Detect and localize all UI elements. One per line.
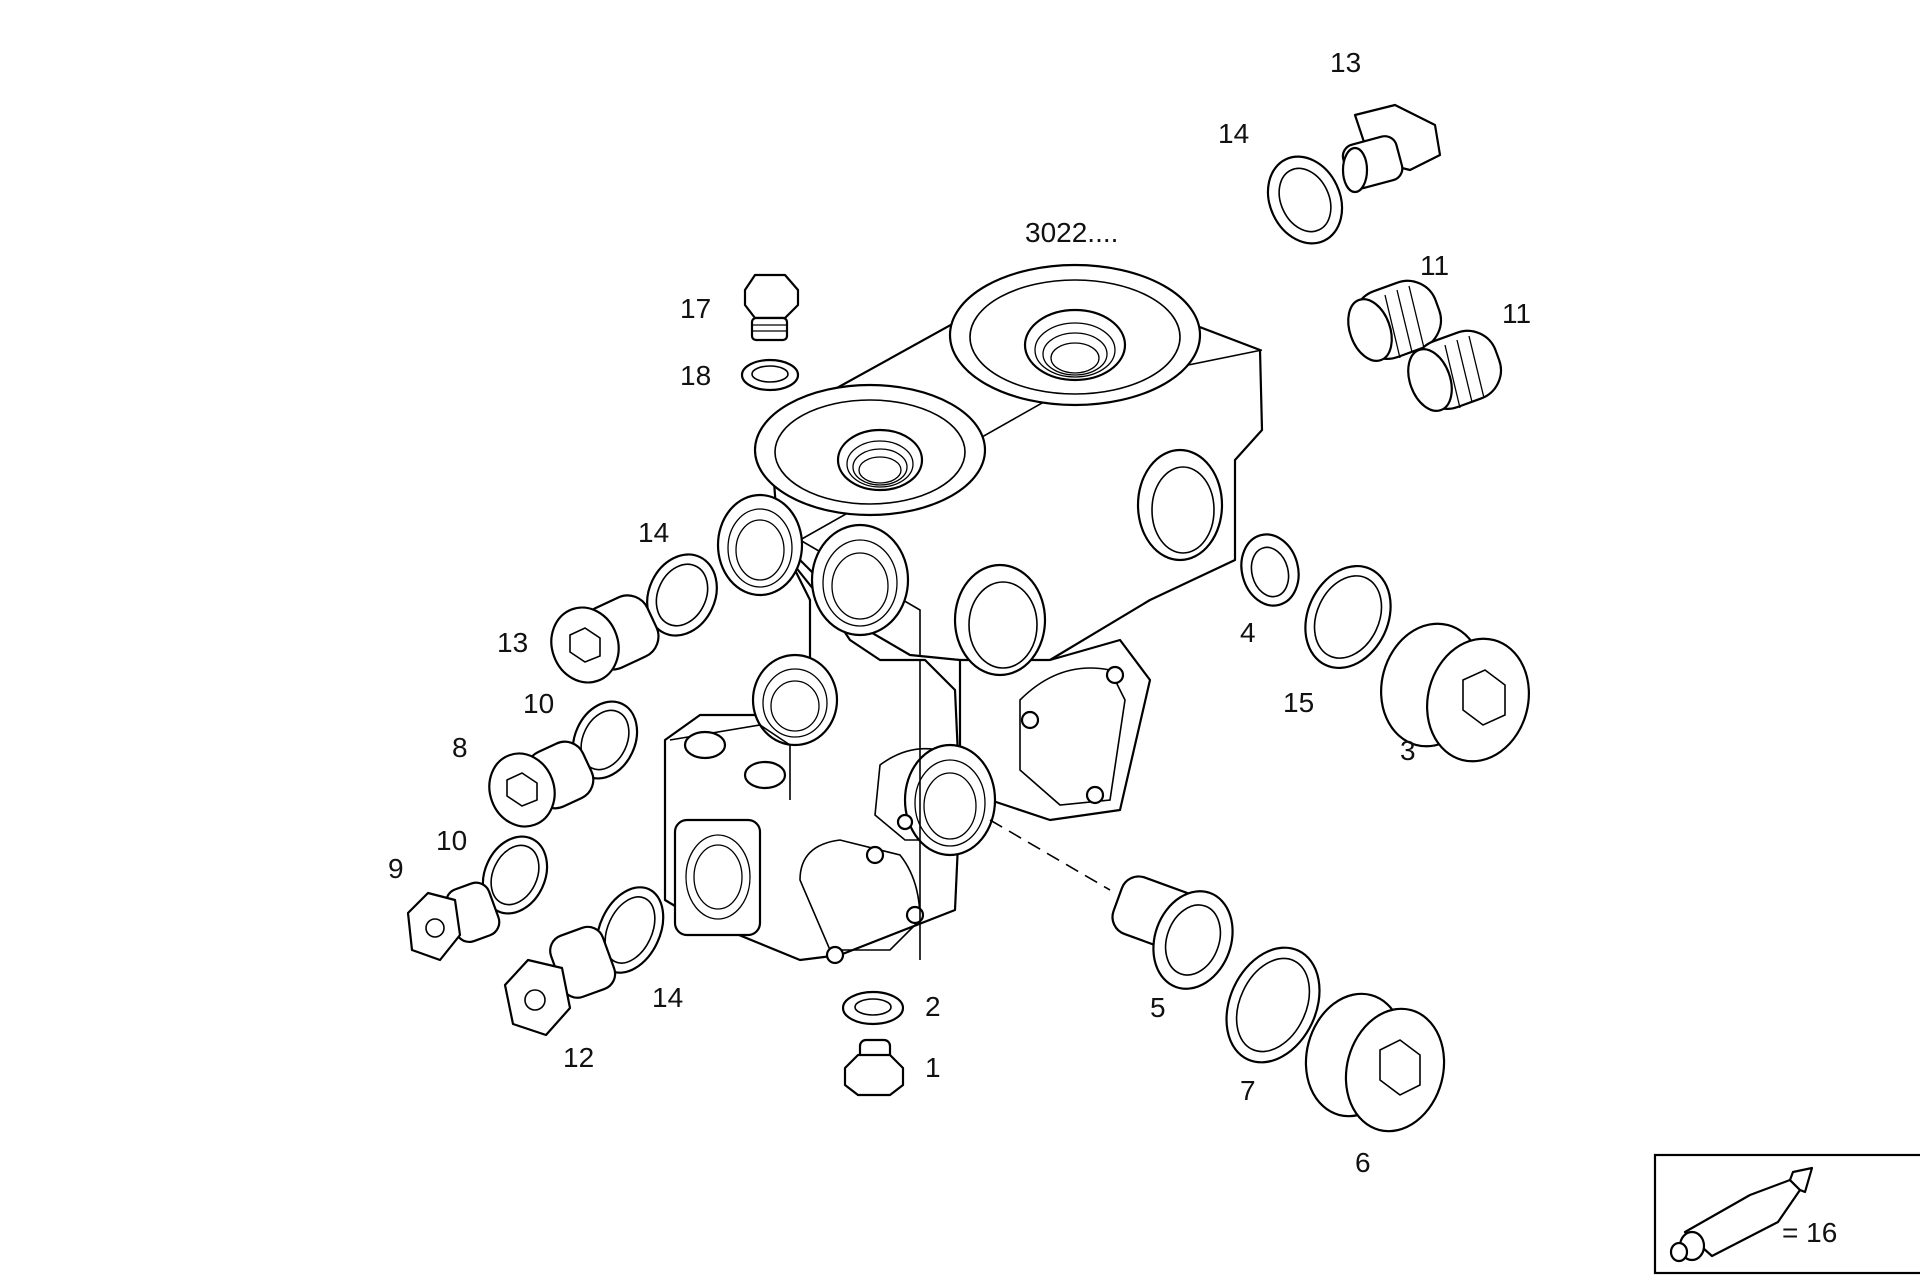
part-1-hex-plug <box>843 1038 905 1097</box>
part-8-socket-plug <box>488 740 595 828</box>
part-5-sleeve <box>1111 875 1234 990</box>
callout-17: 17 <box>680 293 711 324</box>
part-6-socket-plug <box>1304 992 1446 1133</box>
callout-13-left: 13 <box>497 627 528 658</box>
callout-3: 3 <box>1400 735 1416 766</box>
part-4-small-ring <box>1240 533 1300 607</box>
callout-10-upper: 10 <box>523 688 554 719</box>
callout-14-top: 14 <box>1218 118 1249 149</box>
part-18-washer <box>740 358 800 392</box>
callout-6: 6 <box>1355 1147 1371 1178</box>
side-port-4 <box>1136 448 1224 562</box>
callout-8: 8 <box>452 732 468 763</box>
part-10-washer-lower <box>481 835 549 915</box>
callout-11-b: 11 <box>1502 298 1531 329</box>
part-17-hex-plug <box>743 273 800 342</box>
callout-2: 2 <box>925 991 941 1022</box>
part-13-hex-plug-top <box>1341 103 1442 194</box>
part-12-hex-plug <box>503 925 617 1037</box>
legend-box: = 16 <box>1653 1153 1920 1275</box>
part-13-socket-plug-left <box>550 594 660 684</box>
side-port-2 <box>810 523 910 637</box>
callout-1: 1 <box>925 1052 941 1083</box>
callout-11-a: 11 <box>1420 250 1449 281</box>
top-bore-right <box>1023 308 1127 382</box>
legend-text: = 16 <box>1782 1217 1837 1248</box>
part-9-hex-plug <box>406 881 501 962</box>
callout-15: 15 <box>1283 687 1314 718</box>
callout-9: 9 <box>388 853 404 884</box>
assembly-label: 3022.... <box>1025 217 1118 248</box>
part-11-plug-a <box>1347 279 1443 362</box>
callout-18: 18 <box>680 360 711 391</box>
part-14-washer-top <box>1266 155 1344 245</box>
mid-port <box>751 653 839 747</box>
top-bore-left <box>836 428 924 492</box>
callout-14-lower: 14 <box>652 982 683 1013</box>
valve-body <box>663 263 1264 965</box>
part-7-seal-ring <box>1225 946 1321 1064</box>
side-port-1 <box>716 493 804 597</box>
callout-10-lower: 10 <box>436 825 467 856</box>
part-14-washer-left <box>646 553 718 637</box>
callout-7: 7 <box>1240 1075 1256 1106</box>
part-2-washer <box>841 990 905 1026</box>
callout-5: 5 <box>1150 992 1166 1023</box>
callout-12: 12 <box>563 1042 594 1073</box>
sealant-tube-icon <box>1669 1166 1814 1263</box>
part-11-plug-b <box>1407 329 1503 412</box>
callout-4: 4 <box>1240 617 1256 648</box>
part-15-seal-ring <box>1304 564 1392 670</box>
callout-13-top: 13 <box>1330 47 1361 78</box>
side-port-3 <box>953 563 1047 677</box>
callout-14-left: 14 <box>638 517 669 548</box>
part-3-socket-plug <box>1380 622 1530 763</box>
